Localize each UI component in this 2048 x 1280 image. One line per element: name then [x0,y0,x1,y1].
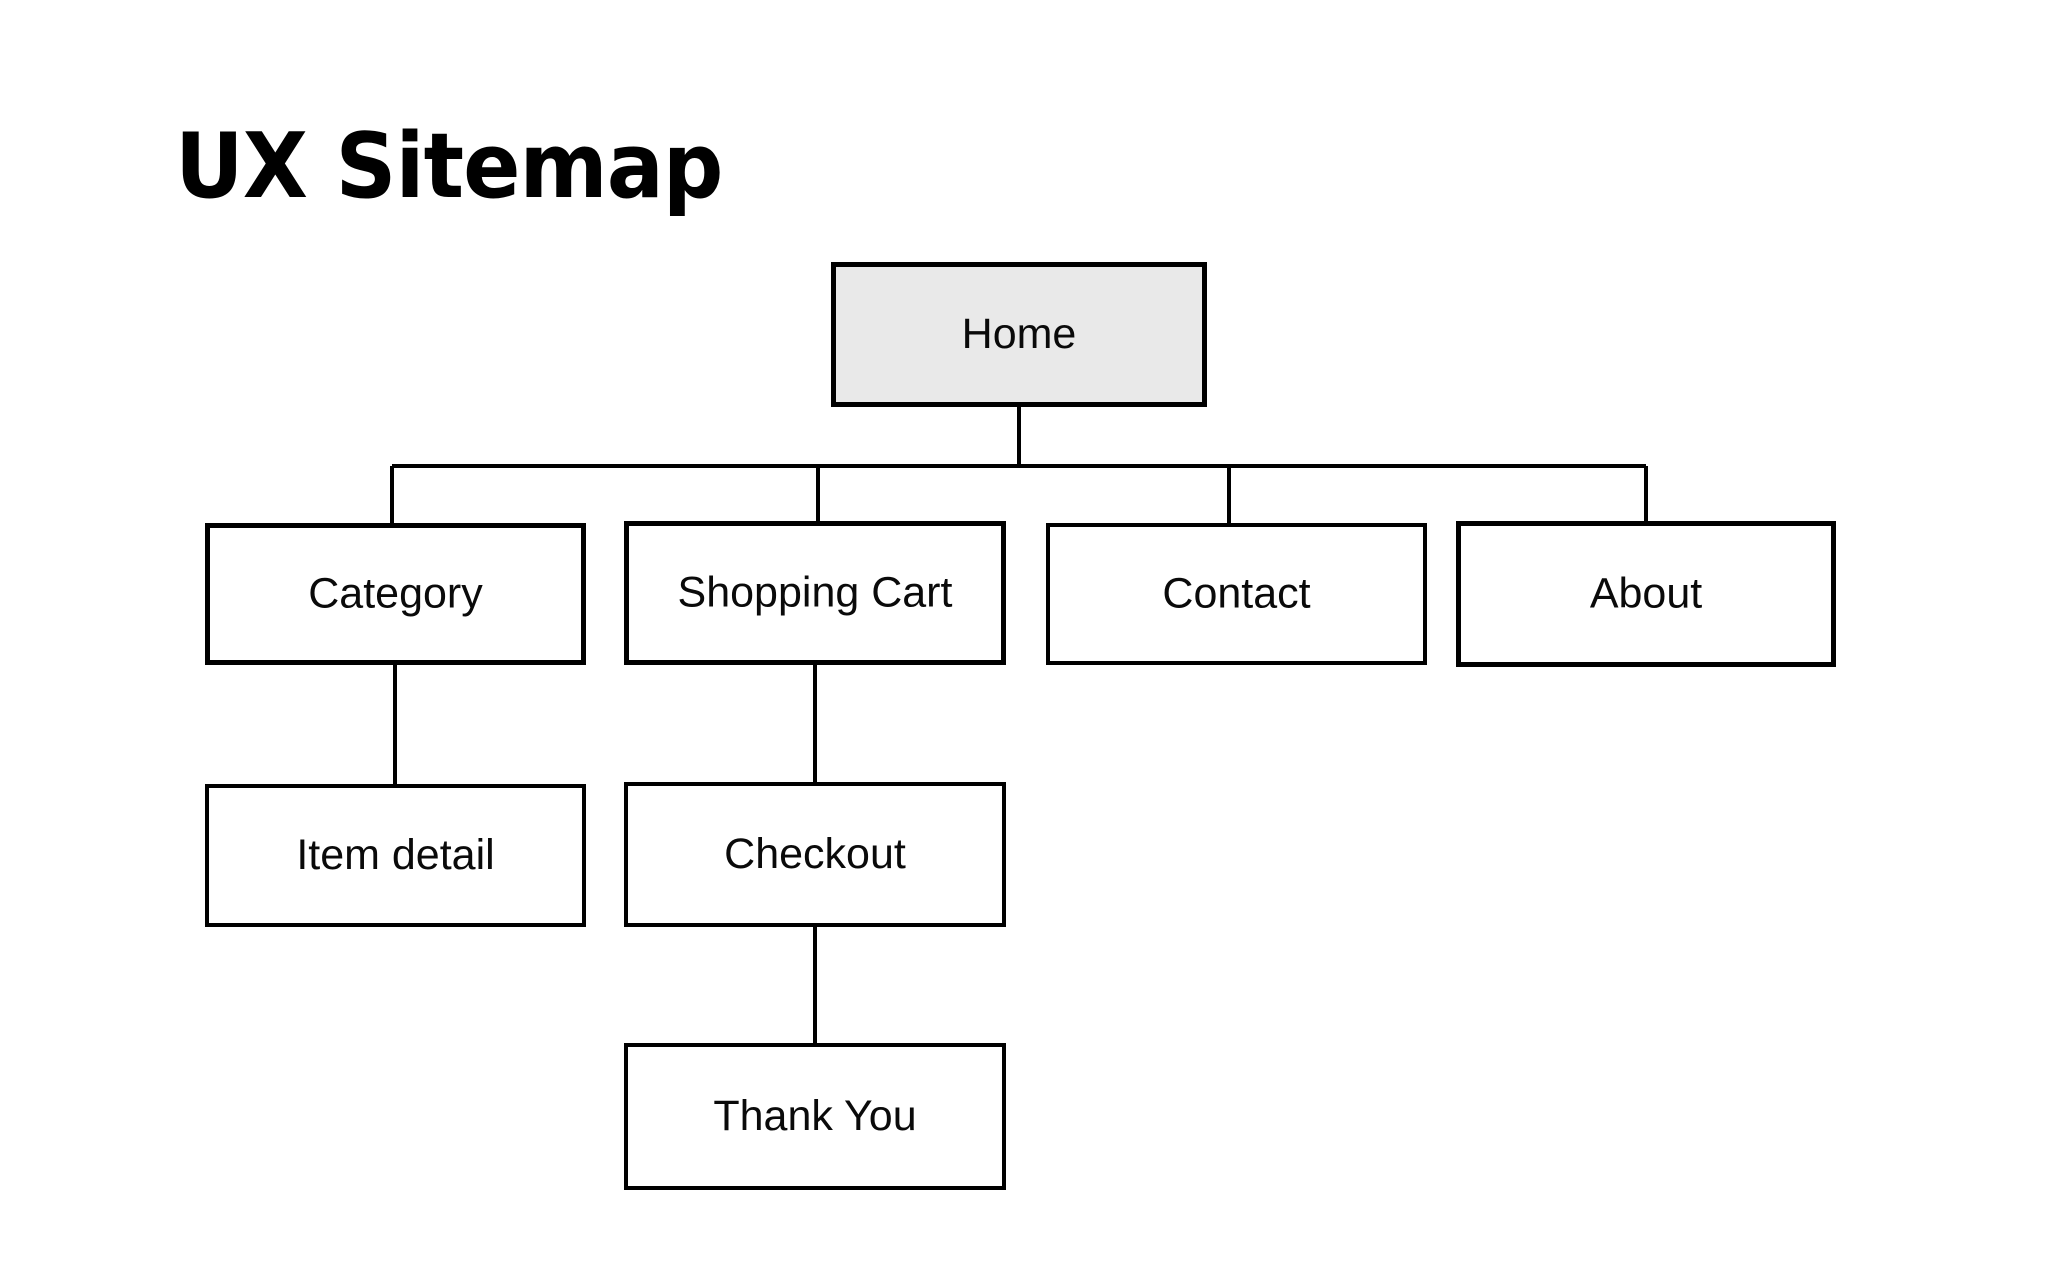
node-box-checkout[interactable] [624,782,1006,927]
node-label-thank-you: Thank You [713,1092,916,1140]
node-box-home[interactable] [831,262,1207,407]
node-item-detail[interactable]: Item detail [205,784,586,927]
node-label-about: About [1590,569,1702,617]
node-label-category: Category [308,569,483,617]
node-label-contact: Contact [1162,569,1310,617]
node-shopping-cart[interactable]: Shopping Cart [624,521,1006,665]
node-box-category[interactable] [205,523,586,665]
connectors-layer [390,407,1648,1043]
node-label-item-detail: Item detail [296,831,494,879]
node-label-checkout: Checkout [724,830,906,878]
node-about[interactable]: About [1456,521,1836,667]
node-home[interactable]: Home [831,262,1207,407]
node-label-home: Home [962,310,1077,358]
node-box-about[interactable] [1456,521,1836,667]
node-contact[interactable]: Contact [1046,523,1427,665]
node-box-contact[interactable] [1046,523,1427,665]
node-thank-you[interactable]: Thank You [624,1043,1006,1190]
node-box-shopping-cart[interactable] [624,521,1006,665]
node-checkout[interactable]: Checkout [624,782,1006,927]
page-title: UX Sitemap [175,114,723,219]
node-box-thank-you[interactable] [624,1043,1006,1190]
node-category[interactable]: Category [205,523,586,665]
node-box-item-detail[interactable] [205,784,586,927]
node-label-shopping-cart: Shopping Cart [678,568,953,616]
